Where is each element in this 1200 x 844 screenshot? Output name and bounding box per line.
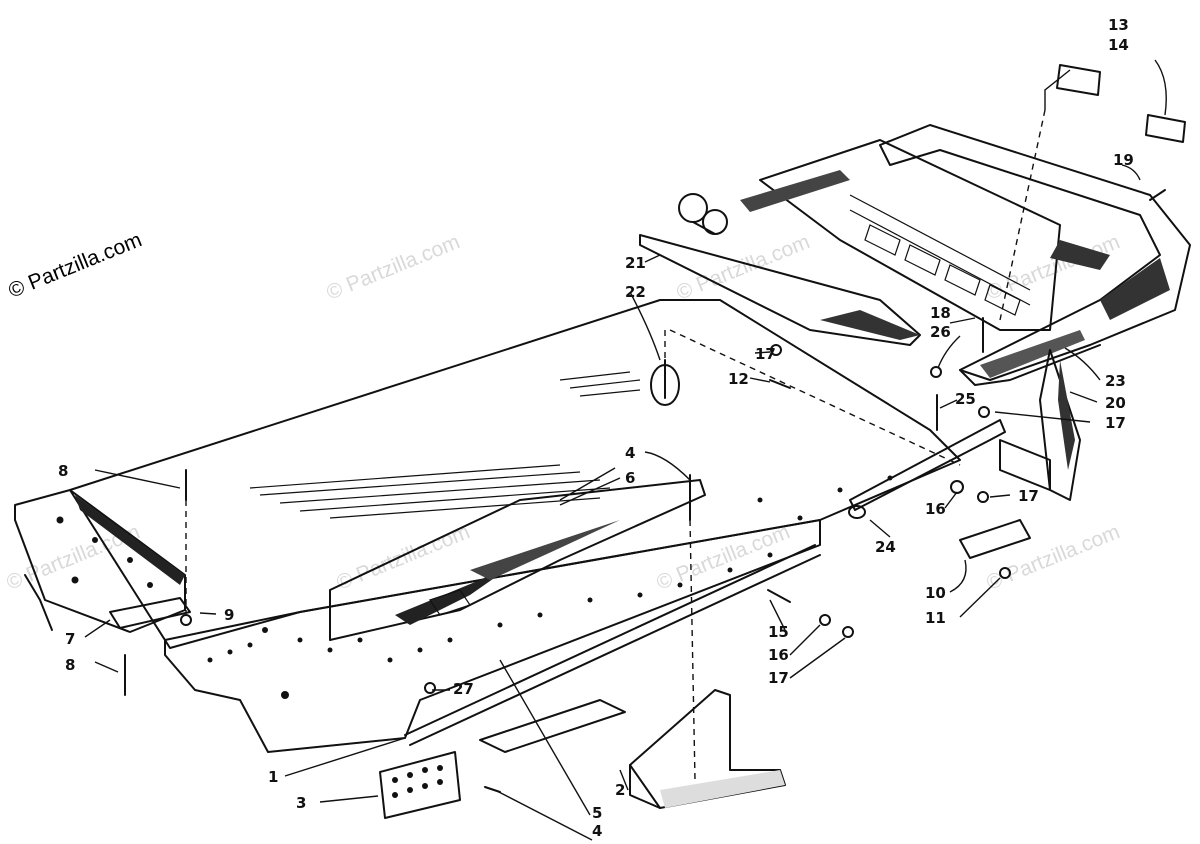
callout-8-a: 8 [58,462,68,480]
callout-8-b: 8 [65,656,75,674]
callout-16-a: 16 [925,500,946,518]
rear-frame-grille [740,139,1110,331]
rear-brace-part-21 [639,193,921,346]
callout-18: 18 [930,304,951,322]
callout-7: 7 [65,630,75,648]
watermark-faint-2: © Partzilla.com [673,230,813,304]
callout-17-a: 17 [755,345,776,363]
callout-17-b: 17 [1105,414,1126,432]
decal-part-6 [329,479,706,641]
rear-support-part-20 [999,349,1081,501]
surface-hatching [249,371,641,519]
plate-part-3 [379,751,461,819]
callout-4-b: 4 [592,822,602,840]
watermark-faint-7: © Partzilla.com [983,520,1123,594]
reflector-part-10 [959,519,1031,559]
tube-part-24 [848,419,1006,519]
callout-19: 19 [1113,151,1134,169]
callout-20: 20 [1105,394,1126,412]
callout-4-a: 4 [625,444,635,462]
callout-2: 2 [615,781,625,799]
callout-25: 25 [955,390,976,408]
callout-labels: 1 2 3 4 4 5 6 7 8 8 9 10 11 12 13 14 15 … [58,16,1134,840]
pad-part-5 [479,699,626,753]
callout-16-b: 16 [768,646,789,664]
latch-part-22 [650,359,680,406]
callout-17-c: 17 [1018,487,1039,505]
callout-13: 13 [1108,16,1129,34]
callout-12: 12 [728,370,749,388]
tunnel-part-1 [14,299,961,753]
rear-bumper-part-23 [879,124,1191,386]
callout-9: 9 [224,606,234,624]
callout-23: 23 [1105,372,1126,390]
callout-21: 21 [625,254,646,272]
watermark-faint-1: © Partzilla.com [323,230,463,304]
callout-3: 3 [296,794,306,812]
callout-17-d: 17 [768,669,789,687]
bracket-part-7 [24,574,191,631]
fasteners [124,189,1166,793]
callout-15: 15 [768,623,789,641]
callout-1: 1 [268,768,278,786]
leader-lines [84,59,1167,841]
bracket-part-2 [629,689,786,809]
callout-6: 6 [625,469,635,487]
rivet-dots [56,475,893,699]
callout-5: 5 [592,804,602,822]
callout-27: 27 [453,680,474,698]
callout-26: 26 [930,323,951,341]
callout-22: 22 [625,283,646,301]
callout-11: 11 [925,609,946,627]
callout-24: 24 [875,538,896,556]
watermark-main: © Partzilla.com [5,228,145,302]
callout-14: 14 [1108,36,1129,54]
callout-10: 10 [925,584,946,602]
